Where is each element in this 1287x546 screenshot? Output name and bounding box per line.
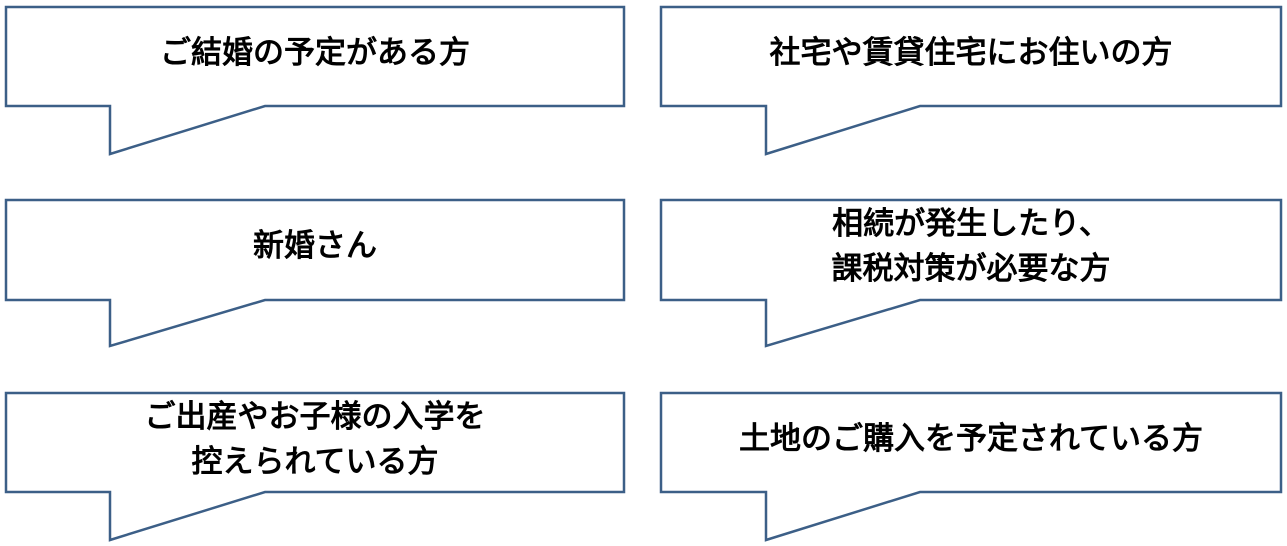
callout-2-bubble	[659, 5, 1283, 156]
callout-5-line-2: 控えられている方	[191, 444, 438, 480]
callout-5-line-1: ご出産やお子様の入学を	[145, 399, 486, 435]
callout-3: 新婚さん	[4, 198, 626, 348]
callout-2-line-1: 社宅や賃貸住宅にお住いの方	[770, 35, 1173, 71]
callout-5: ご出産やお子様の入学を 控えられている方	[4, 391, 626, 542]
callout-1-bubble	[4, 5, 626, 156]
callout-2: 社宅や賃貸住宅にお住いの方	[659, 5, 1283, 156]
callout-6-bubble	[659, 391, 1283, 542]
callout-1-line-1: ご結婚の予定がある方	[160, 35, 470, 71]
callout-5-bubble	[4, 391, 626, 542]
callout-6: 土地のご購入を予定されている方	[659, 391, 1283, 542]
callout-4-bubble	[659, 198, 1283, 348]
callout-4-line-2: 課税対策が必要な方	[832, 251, 1111, 287]
callout-1: ご結婚の予定がある方	[4, 5, 626, 156]
callout-3-bubble	[4, 198, 626, 348]
callout-4: 相続が発生したり、 課税対策が必要な方	[659, 198, 1283, 348]
callout-6-line-1: 土地のご購入を予定されている方	[739, 421, 1203, 457]
callout-4-line-1: 相続が発生したり、	[832, 206, 1110, 242]
callout-3-line-1: 新婚さん	[253, 228, 377, 264]
